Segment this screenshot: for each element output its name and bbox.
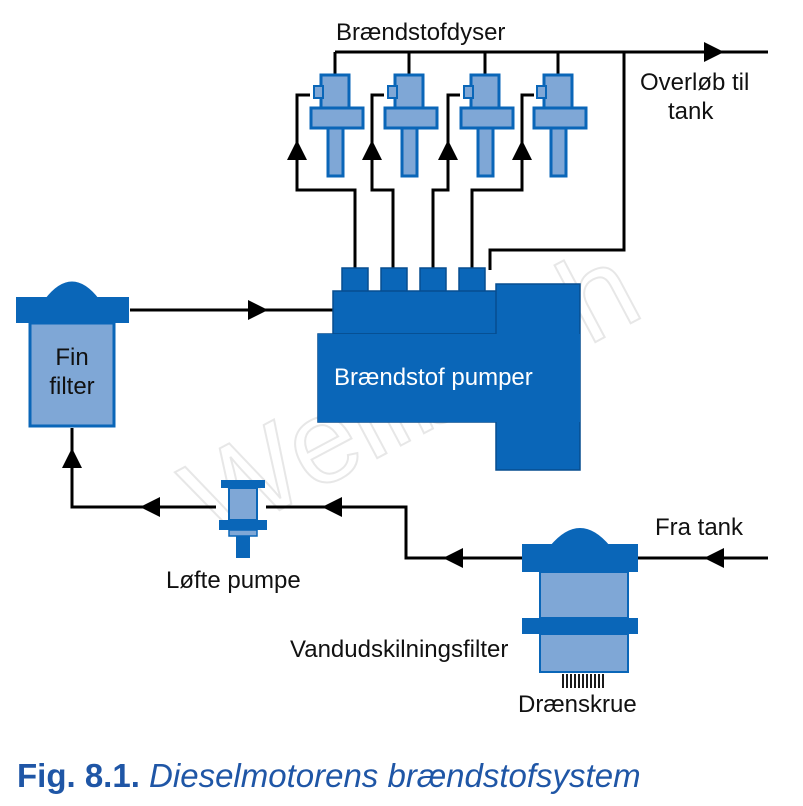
injector — [459, 73, 515, 178]
drain-screw — [562, 674, 604, 688]
arrow-left-icon — [443, 548, 463, 568]
lift-pump-label: Løfte pumpe — [166, 567, 301, 594]
water-separator-label: Vandudskilningsfilter — [290, 636, 508, 663]
flow-arrows — [62, 42, 724, 568]
arrow-left-icon — [140, 497, 160, 517]
injector — [309, 73, 365, 178]
line-pump-overflow — [488, 52, 626, 270]
line-outlet-1 — [295, 93, 357, 270]
injector — [383, 73, 439, 178]
injection-pump — [317, 267, 581, 471]
figure-number: Fig. 8.1. — [17, 757, 140, 794]
arrow-left-icon — [322, 497, 342, 517]
line-outlet-3 — [431, 93, 460, 270]
water-separator-filter — [522, 528, 638, 688]
drain-screw-label: Drænskrue — [518, 691, 637, 718]
line-outlet-2 — [370, 93, 395, 270]
from-tank-label: Fra tank — [655, 514, 744, 541]
fine-filter — [16, 281, 129, 428]
arrow-up-icon — [512, 140, 532, 160]
arrow-up-icon — [62, 448, 82, 468]
lift-pump — [219, 480, 267, 558]
injector — [532, 73, 588, 178]
line-outlet-4 — [470, 93, 534, 270]
arrow-up-icon — [362, 140, 382, 160]
fine-filter-label-line2: filter — [49, 373, 94, 400]
figure-title: Dieselmotorens brændstofsystem — [149, 757, 641, 794]
arrow-up-icon — [438, 140, 458, 160]
figure-caption: Fig. 8.1. Dieselmotorens brændstofsystem — [17, 756, 641, 796]
arrow-right-icon — [704, 42, 724, 62]
fuel-lines — [70, 50, 768, 560]
arrow-right-icon — [248, 300, 268, 320]
fine-filter-label-line1: Fin — [55, 344, 88, 371]
arrow-left-icon — [704, 548, 724, 568]
arrow-up-icon — [287, 140, 307, 160]
injectors-label: Brændstofdyser — [336, 19, 505, 46]
overflow-label-line2: tank — [668, 98, 714, 125]
overflow-label-line1: Overløb til — [640, 69, 749, 96]
pump-label: Brændstof pumper — [334, 364, 533, 391]
